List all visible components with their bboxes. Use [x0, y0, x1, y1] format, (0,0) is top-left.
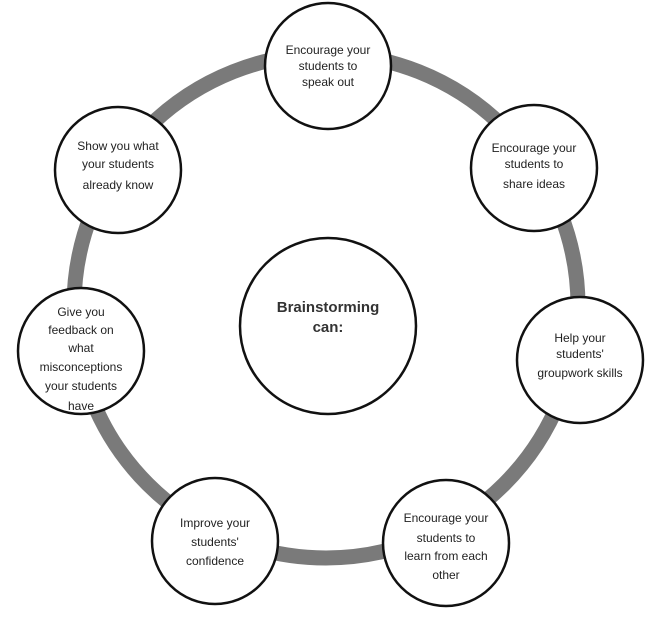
node-circle: [263, 1, 393, 131]
node-circle: [150, 476, 280, 606]
center-circle: [238, 236, 418, 416]
node-text-line: students': [191, 535, 239, 549]
node-text-line: already know: [83, 178, 154, 192]
node-text-line: students to: [505, 157, 564, 171]
center-line-2: can:: [313, 319, 344, 336]
node-text-line: Improve your: [180, 516, 250, 530]
node-share-ideas: Encourage your students to share ideas: [469, 103, 599, 233]
node-text-line: Show you what: [77, 139, 159, 153]
node-text-line: students to: [417, 531, 476, 545]
node-circle: [469, 103, 599, 233]
node-already-know: Show you what your students already know: [53, 105, 183, 235]
center-line-1: Brainstorming: [277, 299, 380, 316]
node-text-line: learn from each: [404, 549, 487, 563]
node-circle: [381, 478, 511, 608]
node-text-line: Encourage your: [492, 141, 577, 155]
node-text-line: feedback on: [48, 323, 113, 337]
node-text-line: speak out: [302, 75, 355, 89]
node-text-line: your students: [45, 379, 117, 393]
node-speak-out: Encourage your students to speak out: [263, 1, 393, 131]
node-text-line: Encourage your: [404, 511, 489, 525]
node-text-line: students to: [299, 59, 358, 73]
node-text-line: have: [68, 399, 94, 413]
node-groupwork-skills: Help your students' groupwork skills: [515, 295, 645, 425]
node-circle: [16, 286, 146, 416]
node-text-line: groupwork skills: [537, 366, 622, 380]
node-circle: [53, 105, 183, 235]
node-text-line: Give you: [57, 305, 104, 319]
node-text-line: your students: [82, 157, 154, 171]
node-text-line: share ideas: [503, 177, 565, 191]
node-feedback-misconceptions: Give you feedback on what misconceptions…: [16, 286, 146, 416]
node-learn-from-each-other: Encourage your students to learn from ea…: [381, 478, 511, 608]
node-text-line: Help your: [554, 331, 605, 345]
node-text-line: other: [432, 568, 459, 582]
node-text-line: students': [556, 347, 604, 361]
node-text-line: misconceptions: [40, 360, 123, 374]
node-confidence: Improve your students' confidence: [150, 476, 280, 606]
node-text-line: confidence: [186, 554, 244, 568]
node-text-line: what: [67, 341, 94, 355]
center-circle-group: Brainstorming can:: [238, 236, 418, 416]
node-text-line: Encourage your: [286, 43, 371, 57]
node-circle: [515, 295, 645, 425]
